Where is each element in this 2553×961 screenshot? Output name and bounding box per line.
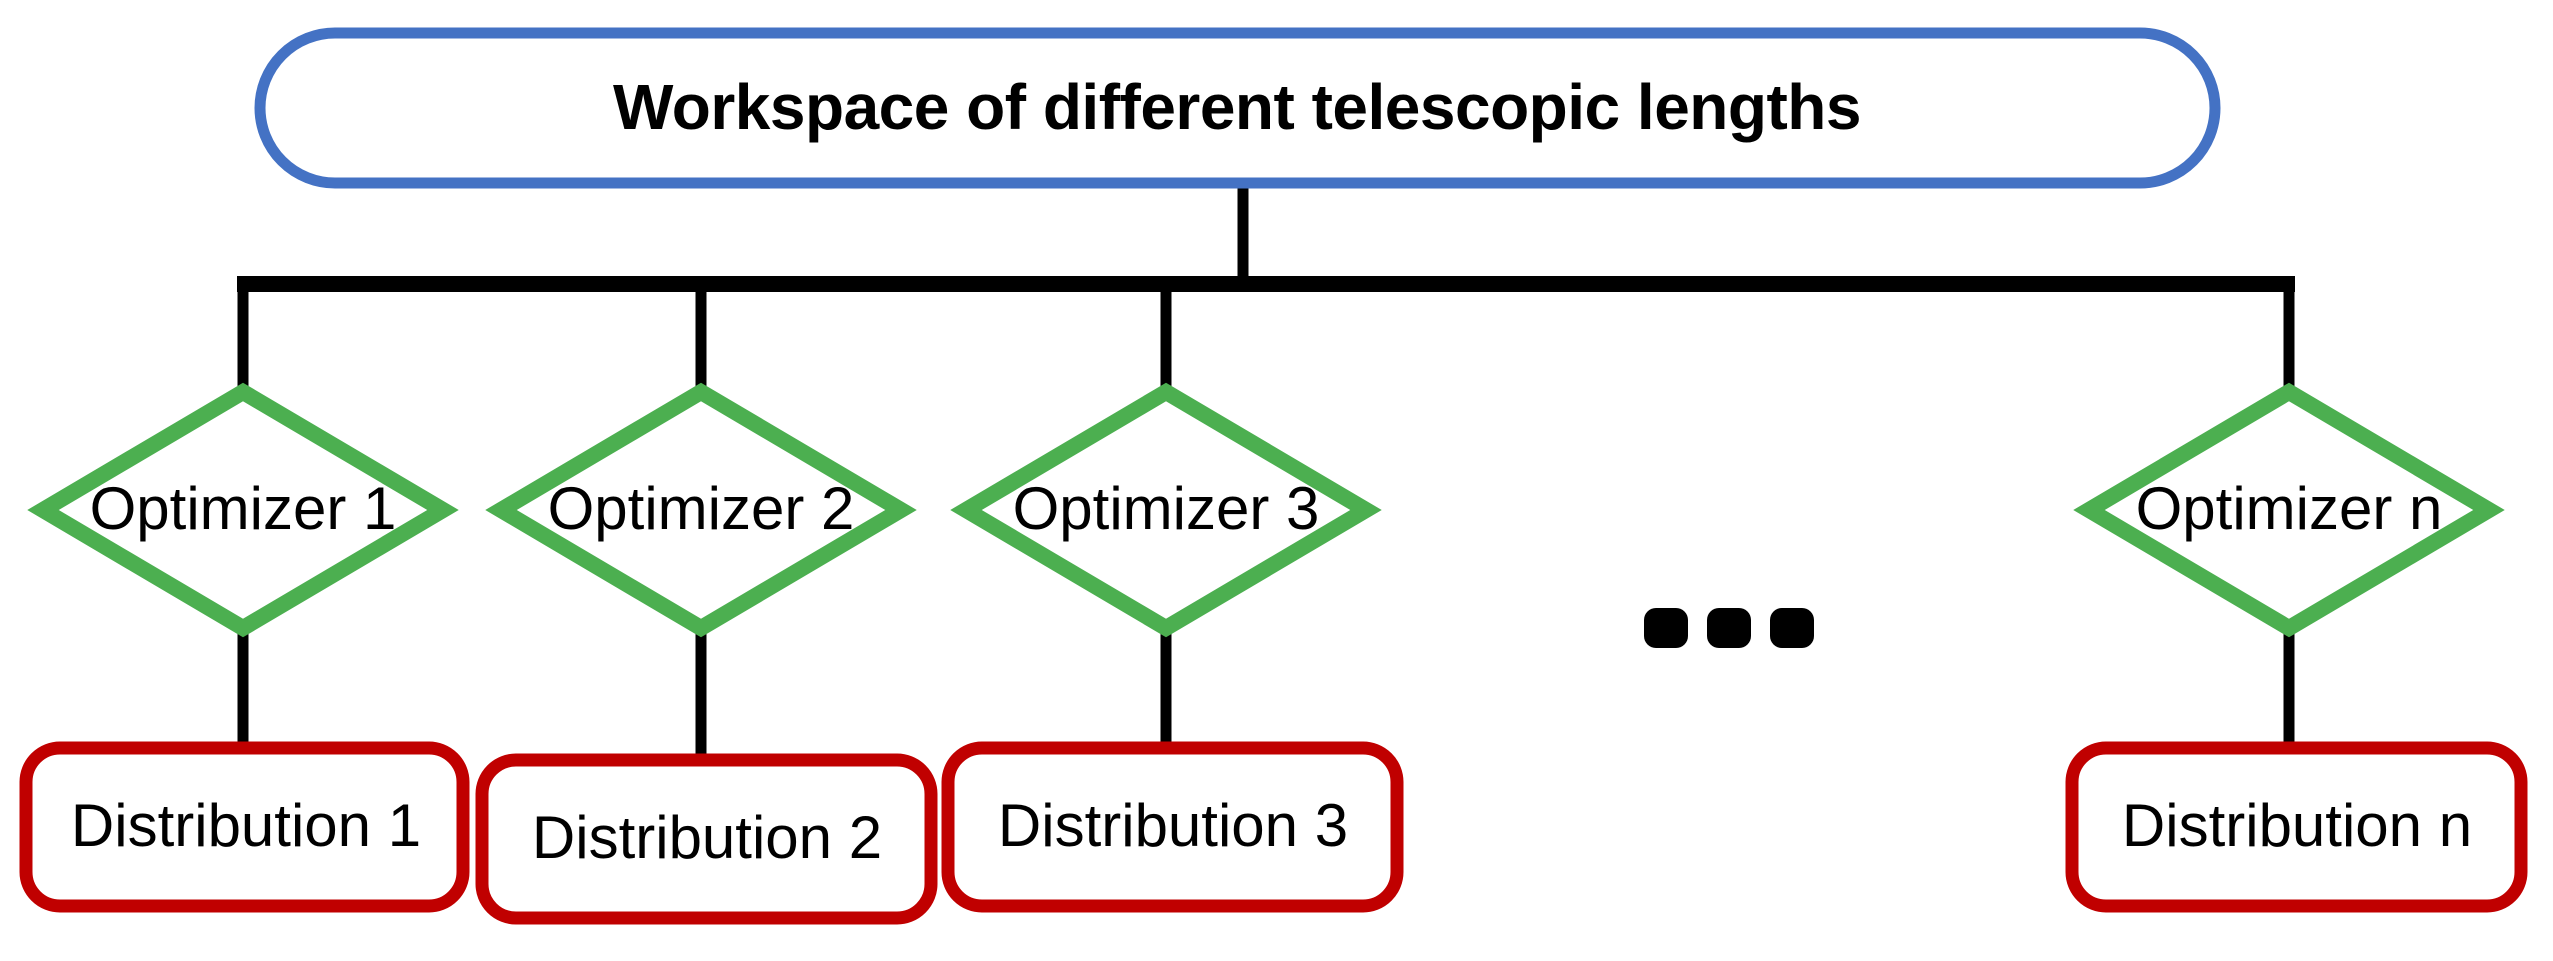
distribution-node-n[interactable]: Distribution n (2065, 741, 2528, 913)
ellipsis-dot-2 (1707, 608, 1751, 648)
optimizer-diamond-shape-1 (27, 382, 459, 638)
optimizer-node-1[interactable]: Optimizer 1 (27, 382, 459, 638)
optimizer-node-3[interactable]: Optimizer 3 (950, 382, 1382, 638)
distribution-box-shape-3 (941, 741, 1404, 913)
distribution-node-2[interactable]: Distribution 2 (475, 753, 938, 925)
root-node-label: Workspace of different telescopic length… (613, 71, 1861, 143)
optimizer-label-3: Optimizer 3 (1013, 475, 1320, 542)
distribution-label-2: Distribution 2 (532, 804, 882, 871)
ellipsis-dot-1 (1644, 608, 1688, 648)
distribution-label-n: Distribution n (2122, 792, 2472, 859)
optimizer-diamond-shape-n (2073, 382, 2505, 638)
optimizer-diamond-shape-2 (485, 382, 917, 638)
distribution-label-1: Distribution 1 (71, 792, 421, 859)
root-node-shape (254, 27, 2221, 189)
optimizer-node-n[interactable]: Optimizer n (2073, 382, 2505, 638)
ellipsis-indicator (1644, 608, 1814, 648)
optimizer-label-n: Optimizer n (2136, 475, 2443, 542)
optimizer-label-1: Optimizer 1 (90, 475, 397, 542)
ellipsis-dot-3 (1770, 608, 1814, 648)
optimizer-diamond-shape-3 (950, 382, 1382, 638)
optimizer-node-2[interactable]: Optimizer 2 (485, 382, 917, 638)
distribution-node-1[interactable]: Distribution 1 (19, 741, 470, 913)
distribution-node-3[interactable]: Distribution 3 (941, 741, 1404, 913)
distribution-box-shape-2 (475, 753, 938, 925)
distribution-box-shape-n (2065, 741, 2528, 913)
optimizer-label-2: Optimizer 2 (548, 475, 855, 542)
distribution-label-3: Distribution 3 (998, 792, 1348, 859)
root-node-workspace[interactable]: Workspace of different telescopic length… (254, 27, 2221, 189)
connector-lines (237, 188, 2295, 760)
distribution-box-shape-1 (19, 741, 470, 913)
